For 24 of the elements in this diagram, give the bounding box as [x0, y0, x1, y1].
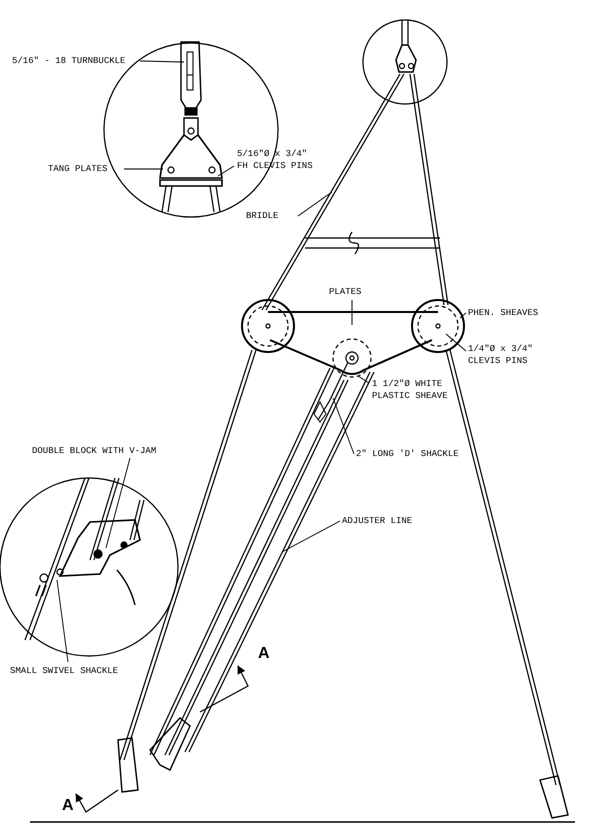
part-label: 2" LONG 'D' SHACKLE — [356, 448, 496, 460]
part-label: ADJUSTER LINE — [342, 515, 452, 527]
part-label: 1 1/2"Ø WHITE PLASTIC SHEAVE — [372, 378, 458, 402]
leader-line — [446, 334, 466, 352]
leader-line — [124, 168, 164, 170]
leader-line — [218, 166, 234, 176]
leader-line — [358, 376, 370, 384]
leader-line — [106, 458, 130, 548]
part-label: PHEN. SHEAVES — [468, 307, 568, 319]
part-label: PLATES — [329, 286, 379, 298]
part-label: 1/4"Ø x 3/4" CLEVIS PINS — [468, 343, 568, 367]
leader-line — [282, 520, 340, 552]
leader-line — [56, 580, 68, 662]
section-mark: A — [62, 798, 74, 814]
leader-line — [332, 398, 354, 454]
part-label: 5/16" - 18 TURNBUCKLE — [12, 55, 137, 67]
leader-line — [460, 312, 466, 318]
part-label: DOUBLE BLOCK WITH V-JAM — [32, 445, 212, 457]
leader-line — [298, 192, 332, 216]
part-label: BRIDLE — [246, 210, 296, 222]
leader-line — [140, 60, 184, 62]
section-mark: A — [258, 646, 270, 662]
part-label: SMALL SWIVEL SHACKLE — [10, 665, 170, 677]
part-label: TANG PLATES — [48, 163, 128, 175]
